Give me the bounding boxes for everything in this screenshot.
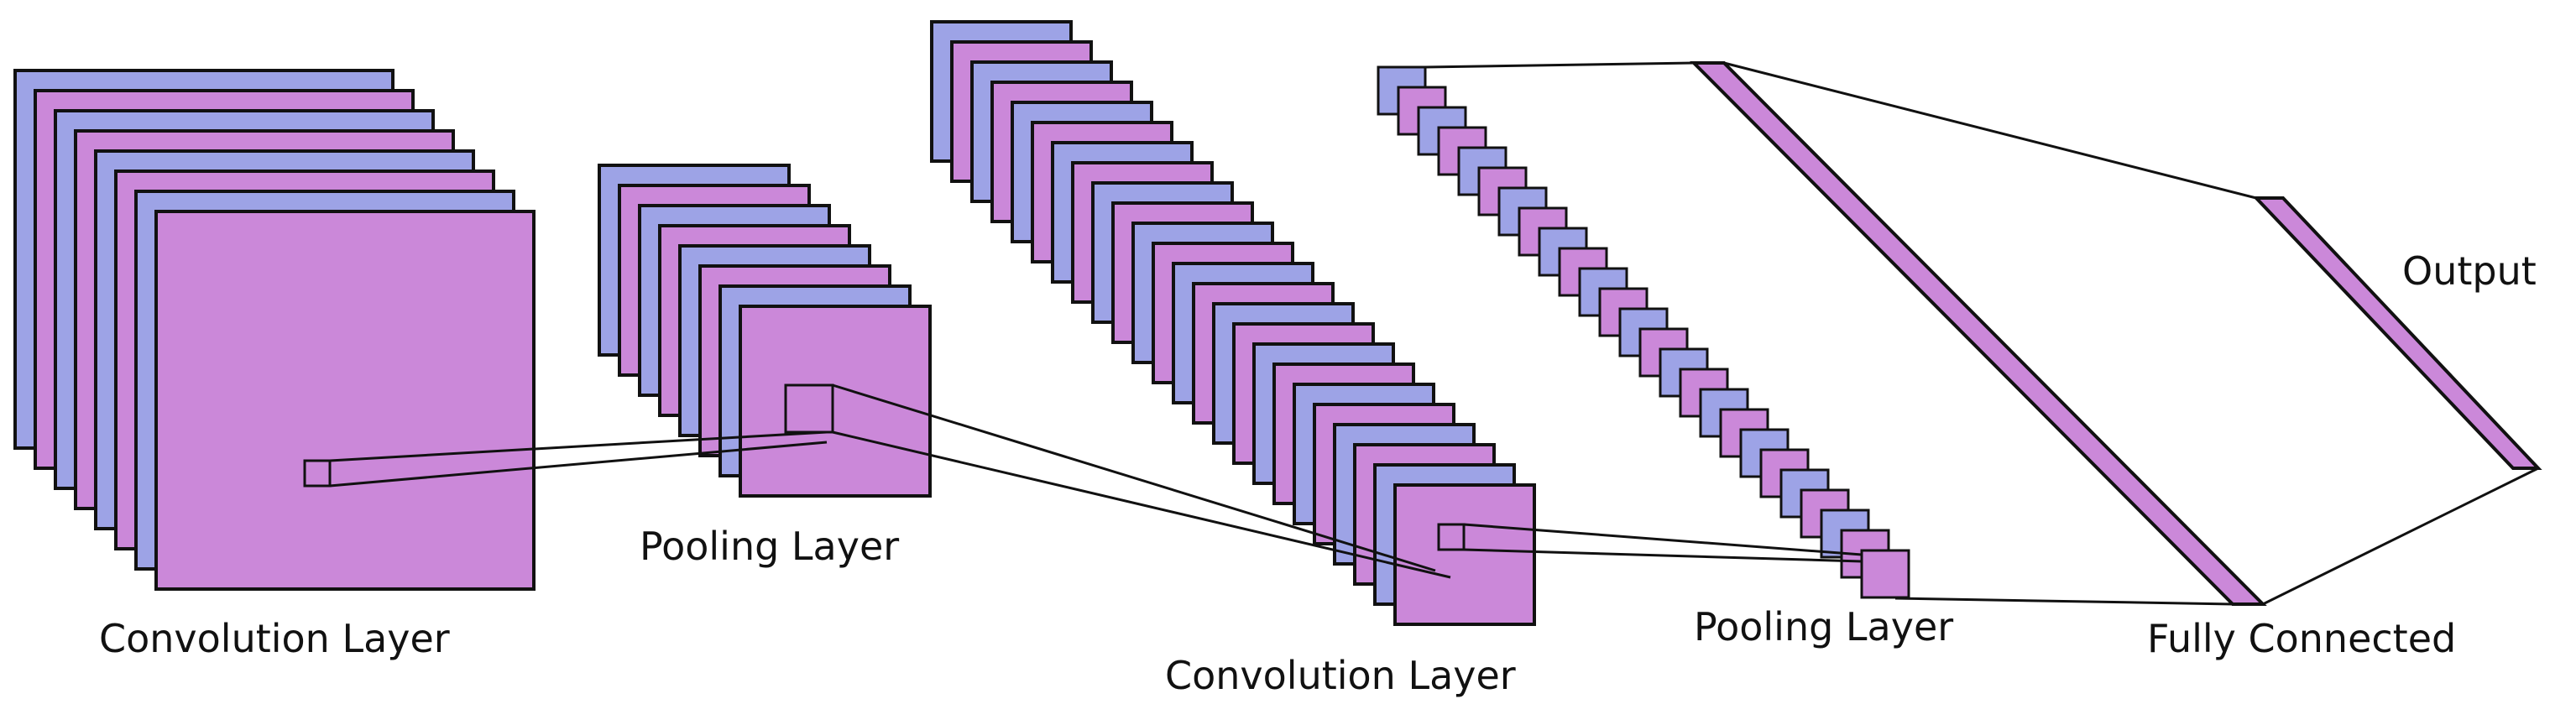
conv2-feature-map-24 bbox=[1393, 483, 1536, 626]
connection-lines bbox=[303, 61, 2539, 606]
pool1-feature-map-8 bbox=[739, 305, 932, 498]
pool-layer-2-stack bbox=[1377, 65, 1910, 599]
label-pool-layer-2: Pooling Layer bbox=[1694, 604, 1954, 649]
pool1-receptive-field bbox=[784, 383, 834, 434]
link-conv2-pool2-top bbox=[1463, 523, 1863, 556]
conv2-receptive-field bbox=[1437, 523, 1466, 551]
link-pool2-fc-top bbox=[1424, 61, 1695, 69]
conv1-receptive-field bbox=[303, 459, 332, 488]
conv-layer-2-stack bbox=[930, 20, 1536, 626]
link-conv2-pool2-bottom bbox=[1463, 548, 1863, 563]
conv1-feature-map-8 bbox=[154, 210, 536, 591]
label-pool-layer-1: Pooling Layer bbox=[640, 524, 900, 569]
label-output: Output bbox=[2402, 248, 2537, 294]
output-bar bbox=[2252, 196, 2542, 470]
pool2-feature-map-25 bbox=[1860, 549, 1910, 599]
conv-layer-1-stack bbox=[13, 69, 536, 591]
pool-layer-1-stack bbox=[598, 164, 932, 498]
label-conv-layer-2: Convolution Layer bbox=[1165, 653, 1516, 698]
link-pool1-conv2-top bbox=[832, 383, 1436, 572]
link-conv1-pool1-top bbox=[329, 430, 828, 462]
link-pool1-conv2-bottom bbox=[832, 430, 1451, 579]
fully-connected-bar bbox=[1690, 61, 2267, 606]
label-conv-layer-1: Convolution Layer bbox=[99, 616, 450, 661]
link-conv1-pool1-bottom bbox=[329, 441, 828, 488]
link-pool2-fc-bottom bbox=[1894, 597, 2234, 606]
link-fc-output-bottom bbox=[2262, 467, 2539, 606]
link-fc-output-top bbox=[1723, 61, 2257, 200]
label-fully-connected: Fully Connected bbox=[2147, 616, 2457, 661]
